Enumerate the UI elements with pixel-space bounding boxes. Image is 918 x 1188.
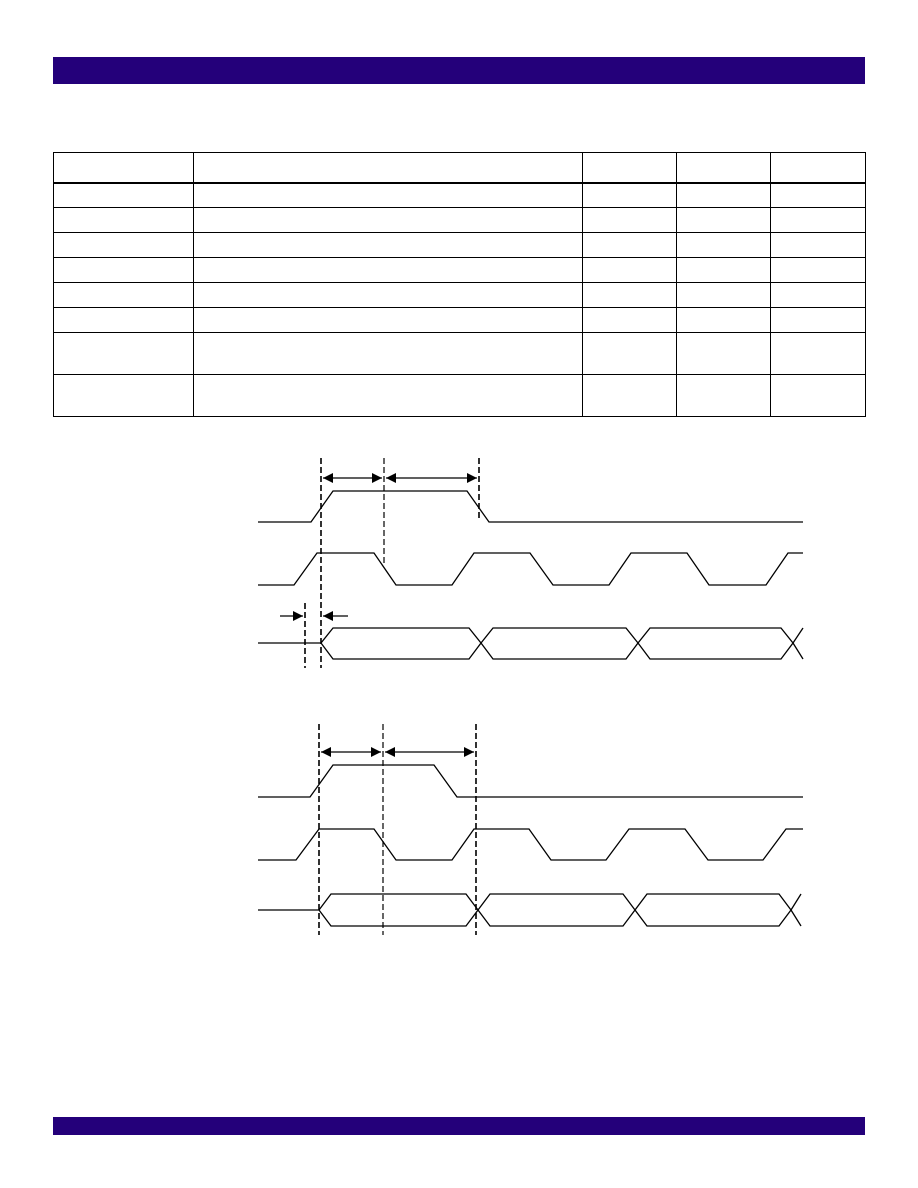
table-cell [53, 152, 194, 184]
table-row [53, 282, 866, 308]
bus-signal [790, 909, 802, 927]
table-cell [582, 232, 677, 258]
bus-signal [790, 893, 802, 911]
table-row [53, 307, 866, 333]
table-row [53, 232, 866, 258]
table-cell [676, 282, 771, 308]
table-cell [770, 207, 866, 233]
table-cell [582, 182, 677, 208]
table-cell [770, 282, 866, 308]
table-cell [193, 282, 583, 308]
table-cell [676, 307, 771, 333]
timing-diagram-2 [258, 724, 803, 935]
clock-signal [258, 552, 803, 586]
table-cell [770, 257, 866, 283]
table-cell [193, 152, 583, 184]
pulse-signal [258, 764, 803, 798]
table-cell [770, 182, 866, 208]
bus-signal [634, 893, 792, 927]
table-header-row [53, 152, 866, 184]
table-cell [676, 182, 771, 208]
table-cell [770, 307, 866, 333]
table-cell [193, 207, 583, 233]
table-cell [193, 182, 583, 208]
table-cell [53, 182, 194, 208]
bus-signal [637, 627, 794, 660]
table-cell [770, 374, 866, 417]
table-cell [53, 332, 194, 375]
table-row [53, 374, 866, 417]
table-row [53, 182, 866, 208]
bus-signal [477, 893, 636, 927]
table-cell [582, 152, 677, 184]
bus-signal [480, 627, 639, 660]
bus-signal [792, 627, 804, 644]
table-cell [193, 374, 583, 417]
bus-signal [792, 642, 804, 660]
pulse-signal [258, 490, 803, 523]
table-row [53, 332, 866, 375]
bus-signal [258, 627, 482, 660]
bus-signal [258, 893, 479, 927]
header-band [53, 57, 865, 84]
footer-band [53, 1117, 865, 1135]
clock-signal [258, 828, 803, 861]
table-cell [53, 232, 194, 258]
table-cell [582, 332, 677, 375]
timing-diagram-1 [258, 458, 804, 668]
timing-parameters-table [53, 152, 866, 417]
table-cell [582, 207, 677, 233]
table-cell [770, 232, 866, 258]
table-cell [582, 282, 677, 308]
table-cell [53, 374, 194, 417]
table-cell [770, 152, 866, 184]
